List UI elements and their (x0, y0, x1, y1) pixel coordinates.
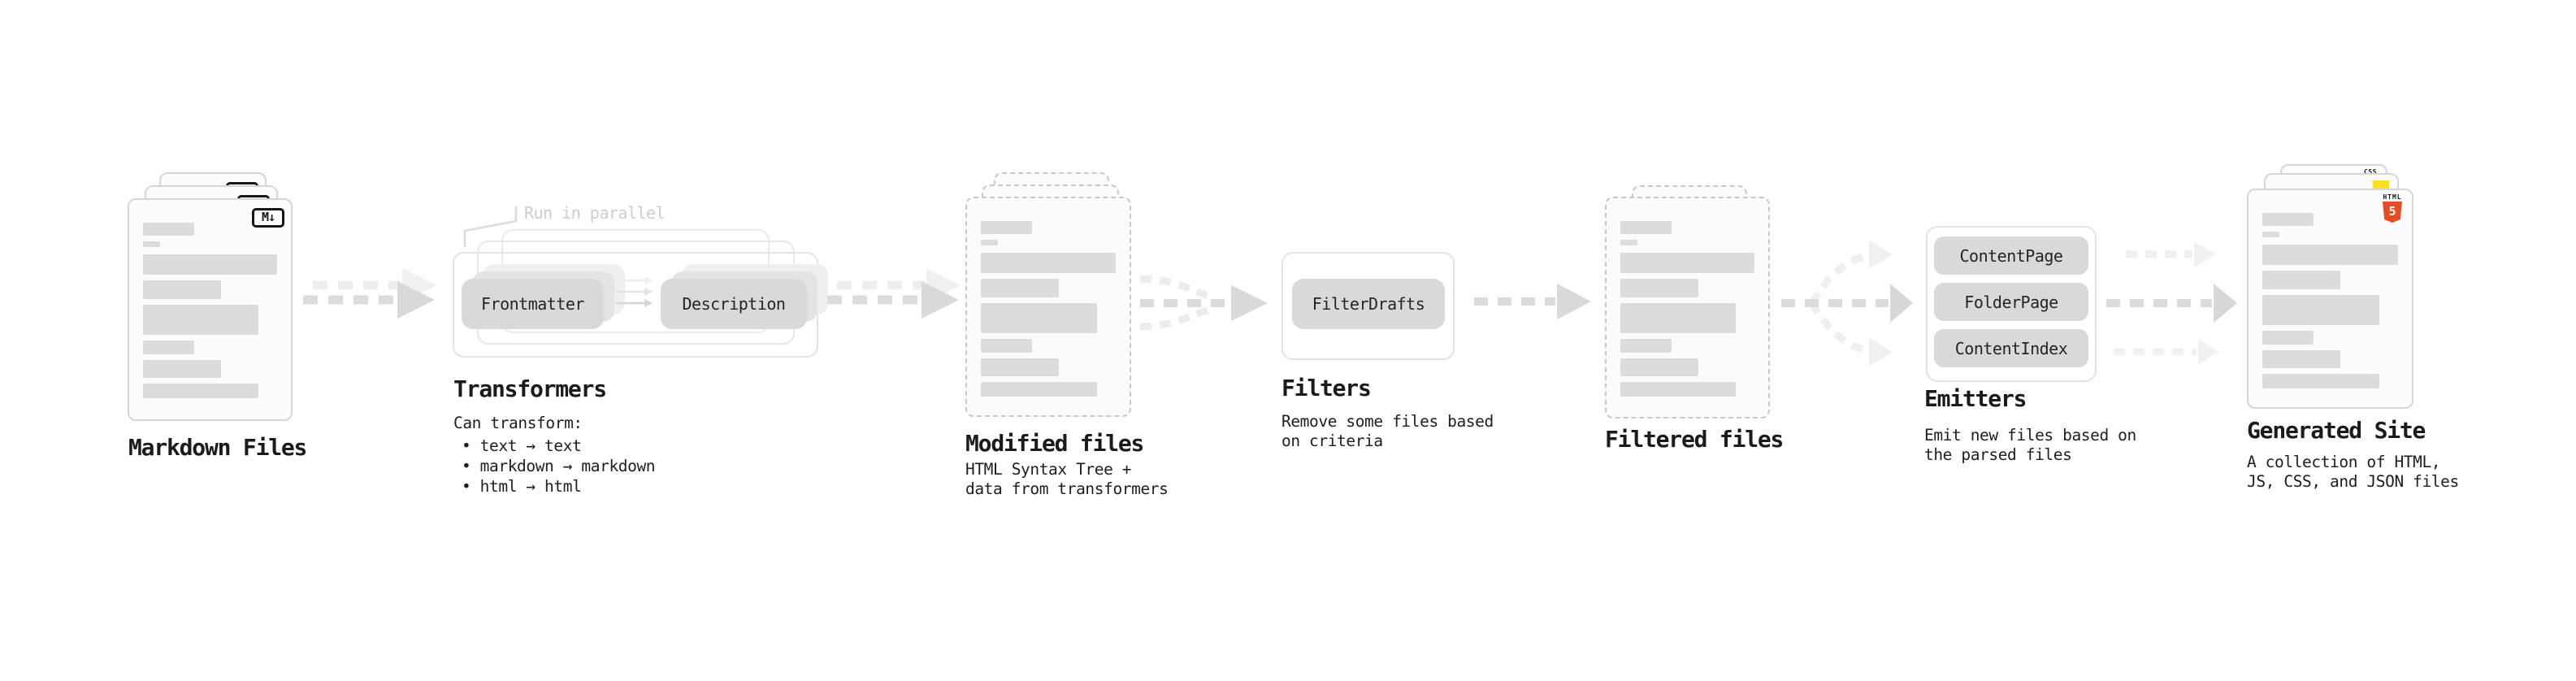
transformer-node-frontmatter: Frontmatter (462, 279, 604, 329)
document-skeleton (2262, 213, 2398, 394)
markdown-files-stack: M↓ M↓ M↓ (128, 172, 306, 424)
run-in-parallel-label: Run in parallel (524, 203, 666, 223)
arrow-modified-to-filters (1139, 275, 1268, 331)
markdown-icon: M↓ (252, 208, 284, 228)
text-line-placeholder (2262, 213, 2314, 226)
text-line-placeholder (1620, 253, 1754, 273)
text-line-placeholder (981, 303, 1097, 333)
filter-node-filterdrafts: FilterDrafts (1292, 279, 1445, 329)
text-line-placeholder (2262, 350, 2340, 368)
file-card-html: HTML 5 (2247, 189, 2413, 409)
transformers-desc-heading: Can transform: (453, 414, 583, 432)
text-line-placeholder (981, 253, 1116, 273)
stage-title-transformers: Transformers (453, 375, 607, 402)
document-skeleton (1620, 221, 1754, 402)
generated-site-desc: A collection of HTML, JS, CSS, and JSON … (2247, 453, 2459, 492)
text-line-placeholder (143, 384, 258, 398)
document-skeleton (143, 223, 277, 404)
text-line-placeholder (143, 254, 277, 275)
stage-title-filtered-files: Filtered files (1605, 426, 1784, 453)
emitter-node-contentpage: ContentPage (1934, 236, 2088, 275)
text-line-placeholder (981, 221, 1032, 234)
text-line-placeholder (143, 280, 221, 299)
document-skeleton (981, 221, 1116, 402)
text-line-placeholder (2262, 245, 2398, 265)
text-line-placeholder (143, 305, 258, 335)
html5-icon-label: HTML (2383, 193, 2402, 201)
desc-line: Emit new files based on (1924, 426, 2136, 445)
stage-title-filters: Filters (1281, 375, 1372, 401)
text-line-placeholder (2262, 295, 2379, 325)
arrow-markdown-to-transformers (303, 268, 436, 319)
text-line-placeholder (981, 279, 1059, 297)
file-card-dashed (1605, 197, 1770, 419)
text-line-placeholder (143, 360, 221, 378)
emitters-desc: Emit new files based on the parsed files (1924, 426, 2136, 465)
text-line-placeholder (143, 223, 194, 236)
file-card-dashed (965, 197, 1131, 417)
css-icon-label: CSS (2364, 168, 2377, 176)
transformer-node-description: Description (661, 279, 807, 329)
text-line-placeholder (1620, 303, 1736, 333)
text-line-placeholder (981, 339, 1032, 353)
stage-title-markdown-files: Markdown Files (128, 434, 307, 461)
text-line-placeholder (2262, 331, 2314, 345)
text-line-placeholder (143, 241, 160, 247)
stage-title-generated-site: Generated Site (2247, 417, 2426, 444)
text-line-placeholder (1620, 221, 1672, 234)
stage-title-emitters: Emitters (1924, 385, 2027, 412)
text-line-placeholder (1620, 358, 1698, 376)
text-line-placeholder (981, 240, 998, 245)
stage-title-modified-files: Modified files (965, 430, 1144, 457)
desc-line: JS, CSS, and JSON files (2247, 472, 2459, 491)
js-icon (2373, 180, 2389, 189)
modified-files-desc: HTML Syntax Tree + data from transformer… (965, 460, 1169, 499)
filtered-files-stack (1605, 185, 1784, 425)
text-line-placeholder (981, 382, 1097, 397)
text-line-placeholder (1620, 279, 1698, 297)
text-line-placeholder (1620, 240, 1637, 245)
generated-site-stack: CSS HTML 5 (2247, 164, 2426, 416)
emitters-group: ContentPage FolderPage ContentIndex (1926, 226, 2097, 382)
desc-line: on criteria (1281, 432, 1383, 450)
emitter-node-folderpage: FolderPage (1934, 283, 2088, 321)
modified-files-stack (965, 172, 1144, 424)
html5-icon: HTML 5 (2382, 193, 2403, 223)
desc-line: data from transformers (965, 479, 1169, 498)
arrow-emitters-to-site (2106, 241, 2237, 365)
text-line-placeholder (2262, 232, 2279, 237)
desc-line: HTML Syntax Tree + (965, 460, 1132, 479)
file-card: M↓ (128, 198, 293, 421)
arrow-filters-to-filtered (1474, 284, 1591, 319)
desc-line: the parsed files (1924, 445, 2072, 464)
arrow-transformers-to-modified (827, 268, 961, 319)
bullet-item: • text → text (462, 436, 582, 455)
text-line-placeholder (2262, 271, 2340, 289)
filters-desc: Remove some files based on criteria (1281, 412, 1494, 451)
text-line-placeholder (981, 358, 1059, 376)
text-line-placeholder (1620, 382, 1736, 397)
filters-group: FilterDrafts (1281, 252, 1455, 360)
desc-line: A collection of HTML, (2247, 453, 2441, 471)
text-line-placeholder (143, 340, 194, 354)
transformers-group: Frontmatter Description (453, 229, 828, 359)
text-line-placeholder (1620, 339, 1672, 353)
annotation-bracket (463, 206, 518, 247)
html5-icon-shield: 5 (2383, 202, 2402, 223)
desc-line: Remove some files based (1281, 412, 1494, 431)
transformers-bullet-list: • text → text • markdown → markdown • ht… (453, 436, 656, 497)
bullet-item: • markdown → markdown (462, 457, 656, 475)
text-line-placeholder (2262, 374, 2379, 388)
bullet-item: • html → html (462, 477, 582, 496)
emitter-node-contentindex: ContentIndex (1934, 329, 2088, 367)
parallel-arrows-icon (616, 276, 653, 307)
arrow-filtered-to-emitters (1781, 241, 1913, 366)
